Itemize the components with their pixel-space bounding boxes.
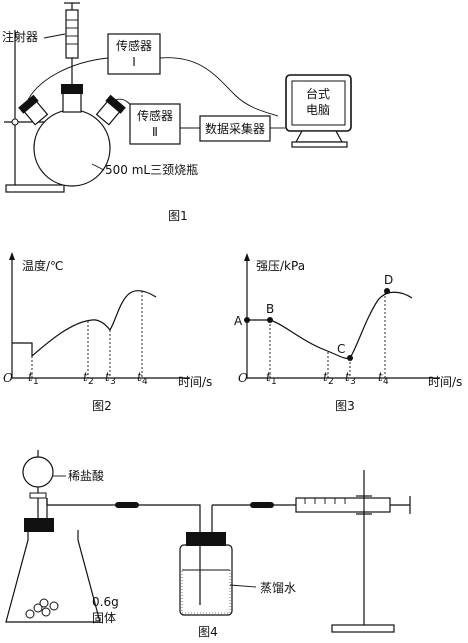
horizontal-syringe <box>295 496 411 514</box>
svg-text:1: 1 <box>33 377 39 387</box>
computer-label-1: 台式 <box>306 86 330 101</box>
fig2-temperature-curve <box>12 290 157 358</box>
svg-text:4: 4 <box>383 377 389 387</box>
figure3-caption: 图3 <box>335 399 355 413</box>
fig3-tick-t4: t <box>378 370 383 384</box>
fig2-xlabel: 时间/s <box>178 375 212 389</box>
svg-text:4: 4 <box>142 377 148 387</box>
fig3-point-c <box>347 355 353 361</box>
figure4-caption: 图4 <box>198 625 218 639</box>
fig3-label-d: D <box>384 273 393 287</box>
syringe <box>64 2 80 125</box>
flask-label: 500 mL三颈烧瓶 <box>105 163 198 177</box>
fig3-label-a: A <box>234 314 243 328</box>
fig3-label-c: C <box>337 342 345 356</box>
data-collector-label: 数据采集器 <box>205 121 265 136</box>
acid-label: 稀盐酸 <box>68 468 104 483</box>
svg-text:3: 3 <box>350 377 356 387</box>
fig3-label-b: B <box>266 302 274 316</box>
sensor1-box <box>107 33 161 75</box>
fig2-origin: O <box>3 371 13 385</box>
data-collector-box <box>199 115 271 142</box>
fig3-ylabel: 强压/kPa <box>256 259 305 273</box>
figure1: 传感器 Ⅰ 传感器 Ⅱ 数据采集器 台式 电脑 注射器 500 mL三颈烧瓶 图… <box>2 2 352 223</box>
fig2-ylabel: 温度/℃ <box>22 258 64 273</box>
solid-mass: 0.6g <box>92 595 119 609</box>
tube-clip-1 <box>115 502 139 508</box>
iron-stand-2 <box>331 470 395 633</box>
figure4: 稀盐酸 0.6g 固体 蒸馏水 <box>5 450 411 639</box>
sensor1-label: 传感器 <box>116 38 152 53</box>
fig3-point-a <box>244 317 250 323</box>
figure2-caption: 图2 <box>92 399 112 413</box>
sensor1-number: Ⅰ <box>132 55 136 69</box>
fig2-tick-t4: t <box>137 370 142 384</box>
sensor2-label: 传感器 <box>137 108 173 123</box>
fig3-tick-t3: t <box>345 370 350 384</box>
svg-text:1: 1 <box>271 377 277 387</box>
fig3-tick-t2: t <box>323 370 328 384</box>
fig3-origin: O <box>238 371 248 385</box>
water-label: 蒸馏水 <box>260 581 296 595</box>
tube-clip-2 <box>250 502 274 508</box>
fig2-tick-t1: t <box>28 370 33 384</box>
computer-label-2: 电脑 <box>306 103 330 117</box>
fig2-tick-t2: t <box>83 370 88 384</box>
fig2-tick-t3: t <box>105 370 110 384</box>
solid-label: 固体 <box>92 611 116 625</box>
figure1-caption: 图1 <box>168 209 188 223</box>
svg-text:2: 2 <box>328 377 334 387</box>
svg-text:3: 3 <box>110 377 116 387</box>
syringe-label: 注射器 <box>2 29 38 44</box>
iron-stand <box>4 30 65 193</box>
fig3-tick-t1: t <box>266 370 271 384</box>
sensor2-number: Ⅱ <box>152 125 158 139</box>
fig3-xlabel: 时间/s <box>428 375 462 389</box>
sensor2-box <box>129 103 181 145</box>
three-neck-flask <box>18 84 126 187</box>
desktop-computer <box>285 74 352 148</box>
svg-text:2: 2 <box>88 377 94 387</box>
gas-washing-bottle <box>179 505 233 616</box>
conical-flask <box>5 498 101 623</box>
fig3-point-d <box>384 288 390 294</box>
fig3-point-b <box>267 317 273 323</box>
